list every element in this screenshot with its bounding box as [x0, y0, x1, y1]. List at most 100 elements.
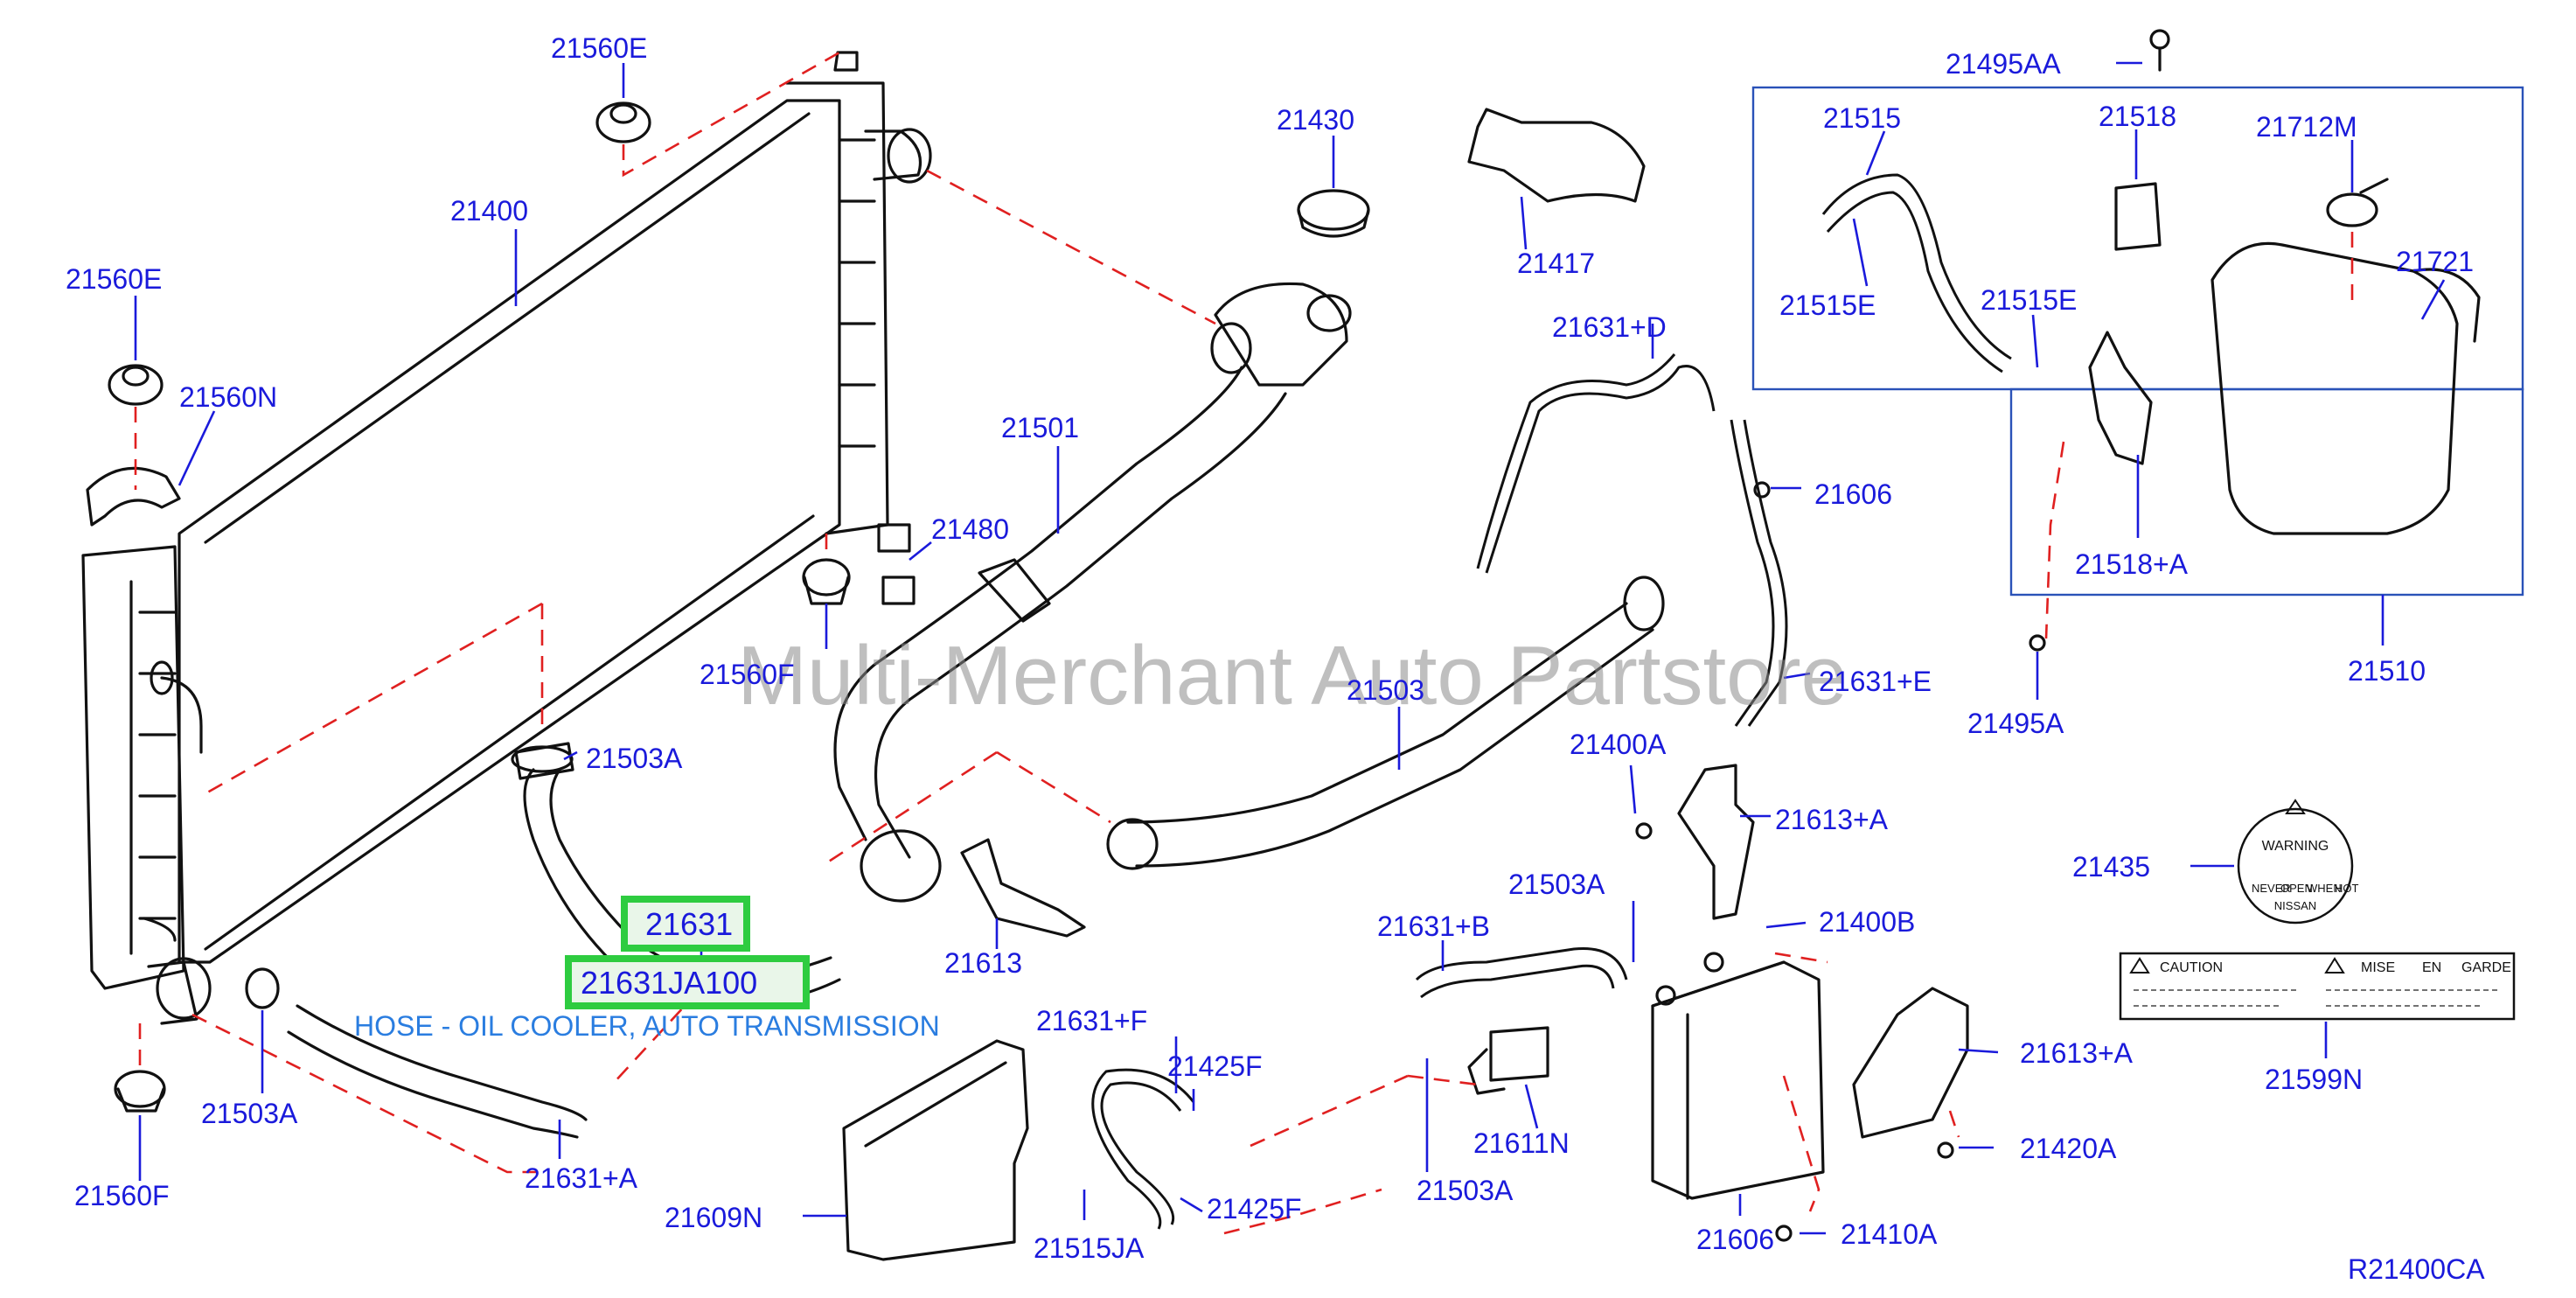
label-21400B[interactable]: 21400B	[1819, 906, 1915, 938]
highlight-description: HOSE - OIL COOLER, AUTO TRANSMISSION	[354, 1010, 940, 1042]
label-21518A[interactable]: 21518+A	[2075, 548, 2189, 580]
label-21613A-right[interactable]: 21613+A	[2020, 1037, 2134, 1069]
garde-text: GARDE	[2461, 960, 2511, 975]
group-box-21510	[2009, 387, 2524, 597]
label-21400[interactable]: 21400	[450, 195, 528, 227]
label-21606-upper[interactable]: 21606	[1814, 478, 1892, 510]
label-21503A-left[interactable]: 21503A	[201, 1098, 298, 1129]
label-21721[interactable]: 21721	[2396, 246, 2474, 277]
label-21430[interactable]: 21430	[1277, 104, 1354, 136]
label-21495AA[interactable]: 21495AA	[1946, 48, 2061, 80]
label-21560N[interactable]: 21560N	[179, 381, 277, 413]
mount-21560E-left	[108, 364, 164, 406]
highlight-box-oem[interactable]	[565, 955, 810, 1009]
label-21503A-bottom[interactable]: 21503A	[1417, 1175, 1514, 1206]
caution-label-21599N: CAUTION MISE EN GARDE	[2119, 952, 2516, 1021]
label-21435[interactable]: 21435	[2072, 851, 2150, 883]
oil-cooler-21606	[1651, 960, 1825, 1200]
lower-hose-21503	[1106, 576, 1665, 870]
cap-21712M	[2326, 178, 2389, 227]
mise-text: MISE	[2361, 960, 2395, 975]
label-21631B[interactable]: 21631+B	[1377, 911, 1490, 942]
cover-21609N	[842, 1039, 1029, 1261]
hose-21631F	[1091, 1068, 1195, 1230]
label-21631E[interactable]: 21631+E	[1819, 666, 1932, 697]
clamp-21503A-top	[511, 745, 574, 773]
leader-lines	[134, 61, 2446, 1235]
label-21503[interactable]: 21503	[1347, 674, 1424, 706]
hose-21631E	[1730, 419, 1788, 727]
label-21631F[interactable]: 21631+F	[1036, 1005, 1147, 1036]
label-21613A-upper[interactable]: 21613+A	[1775, 804, 1889, 835]
hose-21631D	[1476, 353, 1716, 574]
watermark: Multi-Merchant Auto Partstore	[737, 629, 1848, 722]
label-21515[interactable]: 21515	[1823, 102, 1901, 134]
sensor-21480	[877, 523, 916, 605]
mount-21560F-left	[114, 1070, 166, 1113]
warning-cap-word-1: NEVER	[2252, 882, 2291, 895]
label-21495A[interactable]: 21495A	[1967, 708, 2064, 739]
bracket-21518A	[2088, 331, 2153, 465]
bolts	[1635, 29, 2170, 1242]
label-21599N[interactable]: 21599N	[2265, 1064, 2363, 1095]
label-21420A[interactable]: 21420A	[2020, 1133, 2117, 1164]
label-21631A[interactable]: 21631+A	[525, 1162, 638, 1194]
highlight-selection[interactable]: 21631 21631JA100 HOSE - OIL COOLER, AUTO…	[354, 896, 940, 1042]
reservoir-tank-21510	[2210, 241, 2481, 535]
highlight-box-part[interactable]	[621, 896, 750, 952]
label-21503A-top[interactable]: 21503A	[586, 743, 683, 774]
mount-21560E-top	[595, 101, 651, 143]
assembly-lines	[134, 51, 2354, 1235]
label-21606-lower[interactable]: 21606	[1696, 1224, 1774, 1255]
upper-hose-21501	[833, 282, 1352, 903]
label-21560F-left[interactable]: 21560F	[74, 1180, 170, 1211]
warning-cap-word-3: WHEN	[2307, 882, 2342, 895]
hose-21631B	[1415, 946, 1628, 999]
label-21560E-top[interactable]: 21560E	[551, 32, 647, 64]
label-21515E-right[interactable]: 21515E	[1981, 284, 2077, 316]
en-text: EN	[2422, 960, 2441, 975]
warning-cap-title: WARNING	[2262, 839, 2329, 854]
highlight-part-number[interactable]: 21631	[645, 906, 733, 942]
bracket-21417	[1467, 108, 1646, 203]
warning-cap-word-2: OPEN	[2280, 882, 2313, 895]
label-21631D[interactable]: 21631+D	[1552, 311, 1667, 343]
label-21613[interactable]: 21613	[944, 947, 1022, 979]
label-21560E-left[interactable]: 21560E	[66, 263, 162, 295]
warning-cap-word-4: HOT	[2335, 882, 2359, 895]
caution-text: CAUTION	[2160, 960, 2223, 975]
label-21400A[interactable]: 21400A	[1570, 729, 1667, 760]
label-21425F-lower[interactable]: 21425F	[1207, 1193, 1302, 1225]
label-21712M[interactable]: 21712M	[2256, 111, 2357, 143]
label-21410A[interactable]: 21410A	[1841, 1218, 1938, 1250]
valve-21611N	[1467, 1026, 1549, 1095]
bracket-21560N	[86, 466, 181, 527]
warning-cap-brand: NISSAN	[2274, 899, 2316, 912]
label-21609N[interactable]: 21609N	[665, 1202, 762, 1233]
clamp-21503A-left	[245, 967, 280, 1009]
label-21518[interactable]: 21518	[2099, 101, 2176, 132]
label-21425F-upper[interactable]: 21425F	[1167, 1050, 1263, 1082]
mount-21560F-center	[802, 558, 851, 605]
label-21611N[interactable]: 21611N	[1473, 1127, 1570, 1159]
label-21417[interactable]: 21417	[1517, 248, 1595, 279]
clip-21518	[2114, 182, 2162, 251]
label-21510[interactable]: 21510	[2348, 655, 2426, 687]
bracket-21613A-right	[1852, 987, 1969, 1139]
label-21480[interactable]: 21480	[931, 513, 1009, 545]
bracket-21613A-upper	[1677, 764, 1755, 920]
bracket-21613	[960, 838, 1086, 938]
label-21515JA[interactable]: 21515JA	[1034, 1232, 1145, 1264]
highlight-oem-number[interactable]: 21631JA100	[581, 965, 757, 1001]
label-21503A-mid[interactable]: 21503A	[1508, 869, 1605, 900]
label-21560F-center[interactable]: 21560F	[700, 659, 795, 690]
label-21515E-left[interactable]: 21515E	[1779, 290, 1876, 321]
radiator-cap-21430	[1297, 189, 1370, 238]
radiator	[81, 51, 932, 1025]
diagram-code: R21400CA	[2348, 1253, 2485, 1285]
hose-21515	[1821, 173, 2012, 373]
label-21501[interactable]: 21501	[1001, 412, 1079, 443]
part-labels: 21560E 21400 21560E 21560N 21430 21417 2…	[66, 32, 2485, 1285]
